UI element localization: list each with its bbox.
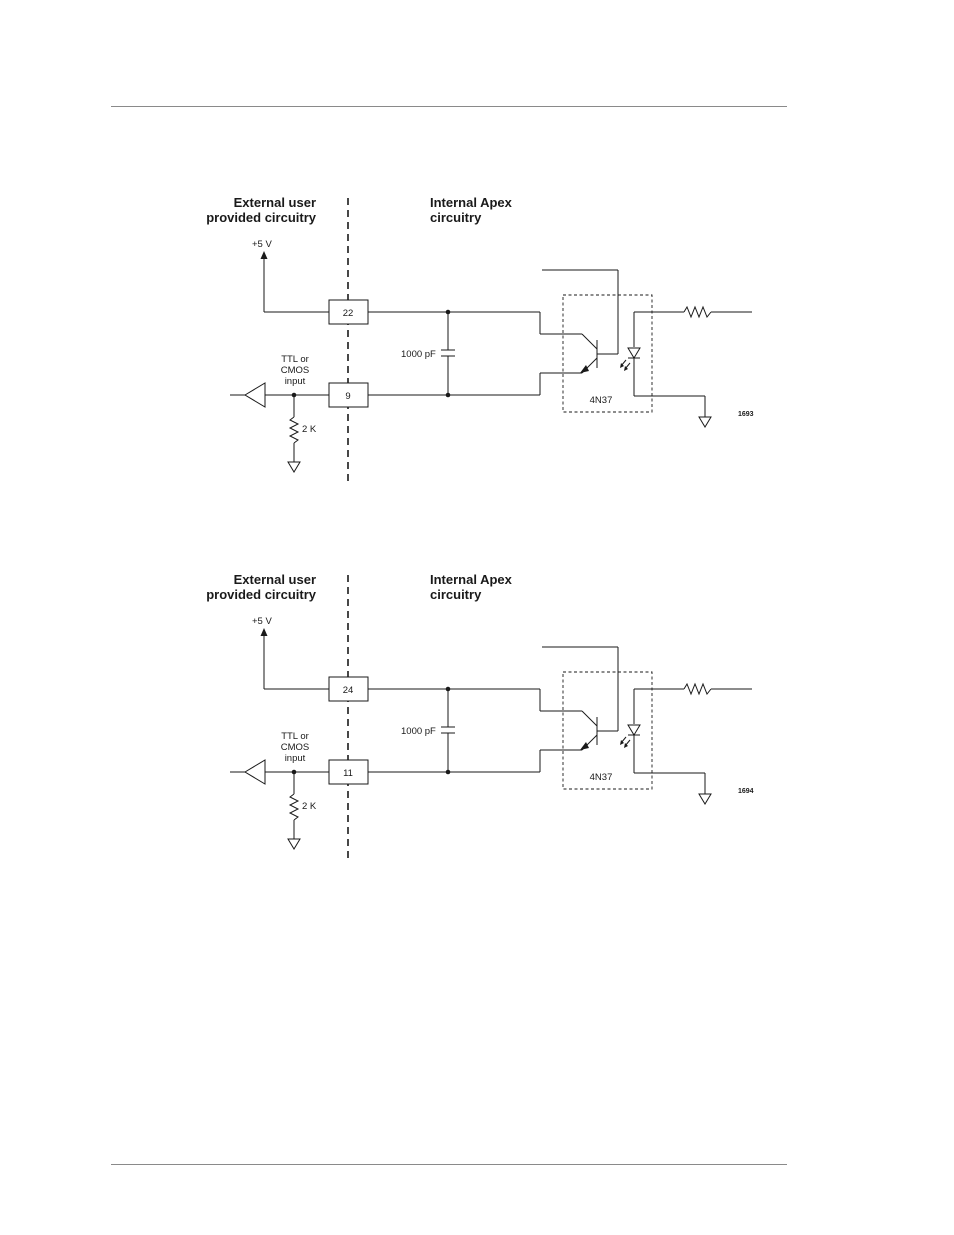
circuit-wiring [230, 198, 752, 484]
input-label-line3: input [285, 376, 306, 387]
input-label-line2: CMOS [281, 742, 310, 753]
circuit-diagram-2: External user provided circuitry Interna… [206, 572, 753, 861]
resistor-label: 2 K [302, 801, 317, 812]
supply-label: +5 V [252, 239, 272, 250]
optocoupler-label: 4N37 [590, 772, 613, 783]
pin-top-label: 24 [343, 685, 354, 696]
figure-number: 1694 [738, 788, 754, 795]
external-label-line2: provided circuitry [206, 210, 317, 225]
resistor-label: 2 K [302, 424, 317, 435]
input-label-line3: input [285, 753, 306, 764]
internal-label-line2: circuitry [430, 210, 482, 225]
pin-top-label: 22 [343, 308, 354, 319]
internal-label-line1: Internal Apex [430, 195, 513, 210]
external-label-line1: External user [234, 572, 316, 587]
internal-label-line2: circuitry [430, 587, 482, 602]
supply-label: +5 V [252, 616, 272, 627]
pin-bottom-label: 9 [345, 391, 350, 402]
capacitor-label: 1000 pF [401, 726, 436, 737]
external-label-line1: External user [234, 195, 316, 210]
circuit-wiring [230, 575, 752, 861]
internal-label-line1: Internal Apex [430, 572, 513, 587]
input-label-line2: CMOS [281, 365, 310, 376]
input-label-line1: TTL or [281, 731, 309, 742]
circuit-diagram-1: External user provided circuitry Interna… [206, 195, 753, 484]
capacitor-label: 1000 pF [401, 349, 436, 360]
figure-number: 1693 [738, 411, 754, 418]
optocoupler-label: 4N37 [590, 395, 613, 406]
pin-bottom-label: 11 [343, 768, 353, 779]
input-label-line1: TTL or [281, 354, 309, 365]
external-label-line2: provided circuitry [206, 587, 317, 602]
